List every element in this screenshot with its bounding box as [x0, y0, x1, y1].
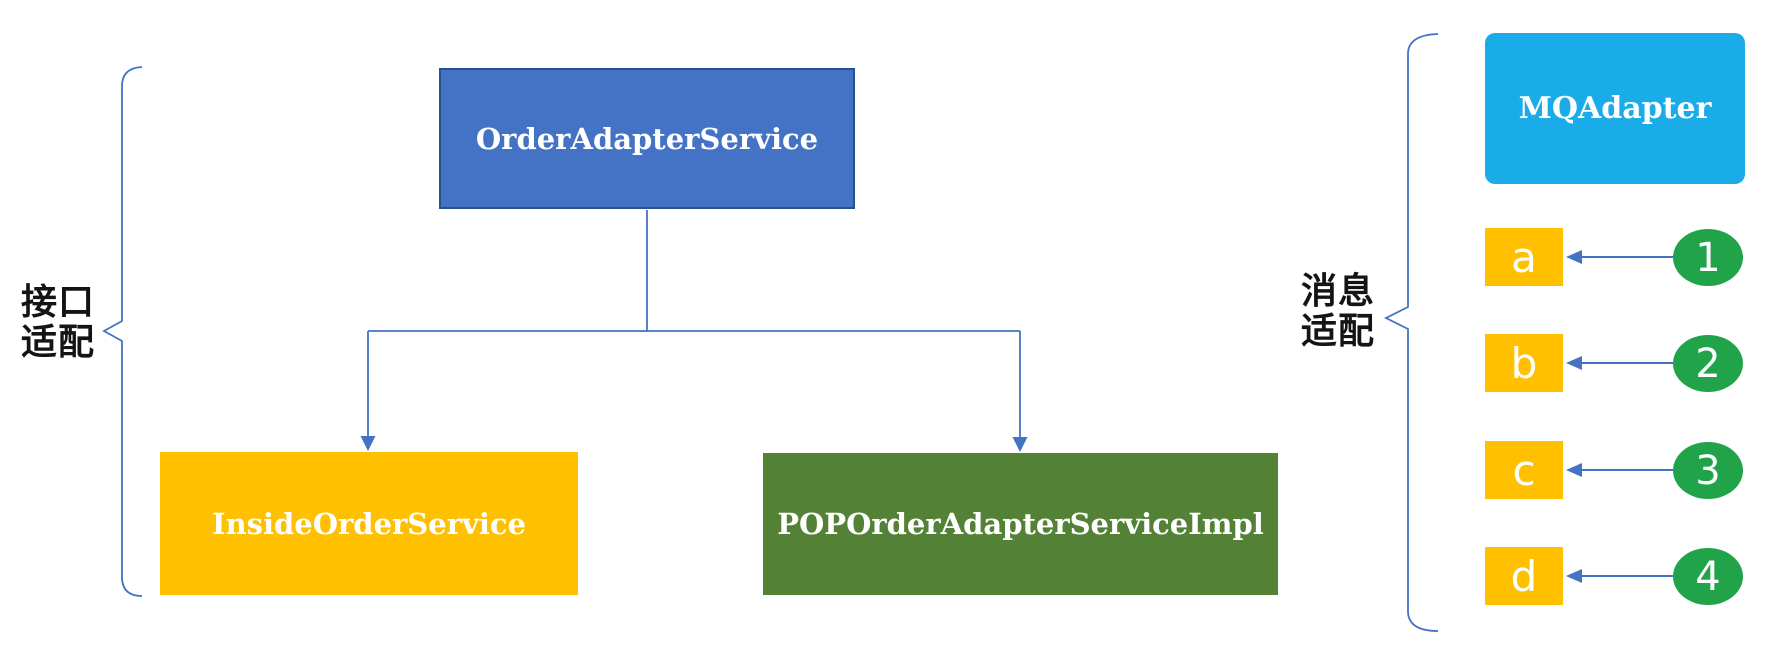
- arrowhead-4-to-d: [1566, 569, 1582, 583]
- letter-box-b: b: [1485, 334, 1563, 392]
- number-circle-1: 1: [1673, 229, 1743, 286]
- message-adaptation-label-line2: 适配: [1301, 311, 1376, 352]
- arrowhead-2-to-b: [1566, 356, 1582, 370]
- message-adaptation-label-line1: 消息: [1301, 271, 1376, 312]
- node-inside-order-service: InsideOrderService: [160, 452, 578, 595]
- number-circle-2: 2: [1673, 335, 1743, 392]
- number-circle-1-label: 1: [1695, 234, 1721, 281]
- interface-adaptation-label-line2: 适配: [21, 322, 96, 363]
- node-mq-adapter: MQAdapter: [1485, 33, 1745, 184]
- letter-box-a-label: a: [1511, 232, 1537, 282]
- letter-box-d-label: d: [1510, 551, 1538, 601]
- number-circle-2-label: 2: [1695, 340, 1721, 387]
- number-circle-3: 3: [1673, 442, 1743, 499]
- letter-box-c-label: c: [1512, 445, 1536, 495]
- node-order-adapter-service-label: OrderAdapterService: [475, 121, 819, 156]
- interface-adaptation-label: 接口 适配: [21, 283, 95, 363]
- number-circle-3-label: 3: [1695, 447, 1721, 494]
- node-inside-order-service-label: InsideOrderService: [212, 506, 526, 541]
- node-order-adapter-service: OrderAdapterService: [439, 68, 855, 209]
- tree-connector: [367, 210, 1021, 437]
- letter-box-b-label: b: [1510, 338, 1538, 388]
- node-mq-adapter-label: MQAdapter: [1518, 91, 1712, 126]
- message-brace: [1383, 33, 1439, 632]
- interface-adaptation-label-line1: 接口: [21, 282, 96, 323]
- interface-brace: [102, 66, 143, 597]
- letter-box-d: d: [1485, 547, 1563, 605]
- letter-box-c: c: [1485, 441, 1563, 499]
- arrowhead-to-inside-order-service: [360, 436, 376, 451]
- node-pop-order-adapter-service-impl-label: POPOrderAdapterServiceImpl: [777, 507, 1264, 541]
- arrowhead-to-pop-order-adapter: [1012, 437, 1028, 452]
- node-pop-order-adapter-service-impl: POPOrderAdapterServiceImpl: [763, 453, 1278, 595]
- message-adaptation-label: 消息 适配: [1301, 272, 1375, 352]
- letter-box-a: a: [1485, 228, 1563, 286]
- number-circle-4-label: 4: [1695, 553, 1721, 600]
- arrowhead-1-to-a: [1566, 250, 1582, 264]
- number-circle-4: 4: [1673, 548, 1743, 605]
- arrowhead-3-to-c: [1566, 463, 1582, 477]
